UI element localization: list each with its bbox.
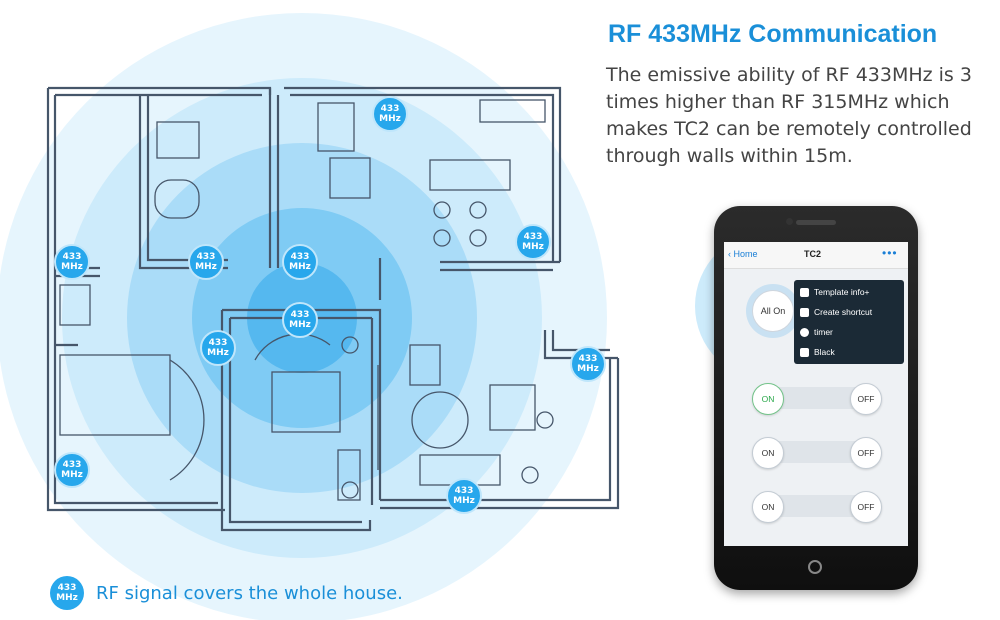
back-label: Home	[733, 249, 758, 259]
menu-item-create-shortcut[interactable]: Create shortcut	[800, 304, 872, 320]
camera-icon	[786, 218, 793, 225]
switch-3-off-button[interactable]: OFF	[850, 491, 882, 523]
menu-item-template-info[interactable]: Template info+	[800, 284, 870, 300]
smartphone: ‹ Home TC2 ••• All On Template info+ Cre…	[714, 206, 918, 590]
description-line: times higher than RF 315MHz which	[606, 91, 950, 113]
rf-badge: 433 MHz	[50, 576, 84, 610]
phone-screen: ‹ Home TC2 ••• All On Template info+ Cre…	[724, 242, 908, 546]
home-button[interactable]	[808, 560, 822, 574]
switch-2-off-button[interactable]: OFF	[850, 437, 882, 469]
all-on-button[interactable]: All On	[752, 290, 794, 332]
switch-1-on-button[interactable]: ON	[752, 383, 784, 415]
menu-item-timer[interactable]: timer	[800, 324, 833, 340]
clock-icon	[800, 327, 809, 337]
caption-text: RF signal covers the whole house.	[96, 582, 403, 604]
shortcut-icon	[800, 307, 809, 317]
coverage-caption: 433 MHz RF signal covers the whole house…	[50, 576, 403, 610]
speaker-grille	[796, 220, 836, 225]
options-menu: Template info+ Create shortcut timer Bla…	[794, 280, 904, 364]
more-options-icon[interactable]: •••	[882, 246, 898, 260]
back-button[interactable]: ‹ Home	[728, 249, 758, 259]
switch-2-on-button[interactable]: ON	[752, 437, 784, 469]
switch-row-1	[752, 387, 880, 409]
page-title: RF 433MHz Communication	[608, 20, 938, 48]
switch-row-2	[752, 441, 880, 463]
app-nav-bar: ‹ Home TC2 •••	[724, 242, 908, 269]
switch-3-on-button[interactable]: ON	[752, 491, 784, 523]
switch-1-off-button[interactable]: OFF	[850, 383, 882, 415]
description-line: The emissive ability of RF 433MHz is 3	[606, 64, 972, 86]
shirt-icon	[800, 347, 809, 357]
switch-row-3	[752, 495, 880, 517]
description-line: through walls within 15m.	[606, 145, 853, 167]
document-icon	[800, 287, 809, 297]
description: The emissive ability of RF 433MHz is 3 t…	[606, 62, 991, 170]
menu-item-black[interactable]: Black	[800, 344, 835, 360]
description-line: makes TC2 can be remotely controlled	[606, 118, 972, 140]
app-title: TC2	[804, 249, 822, 259]
floor-plan-furniture	[59, 99, 554, 501]
